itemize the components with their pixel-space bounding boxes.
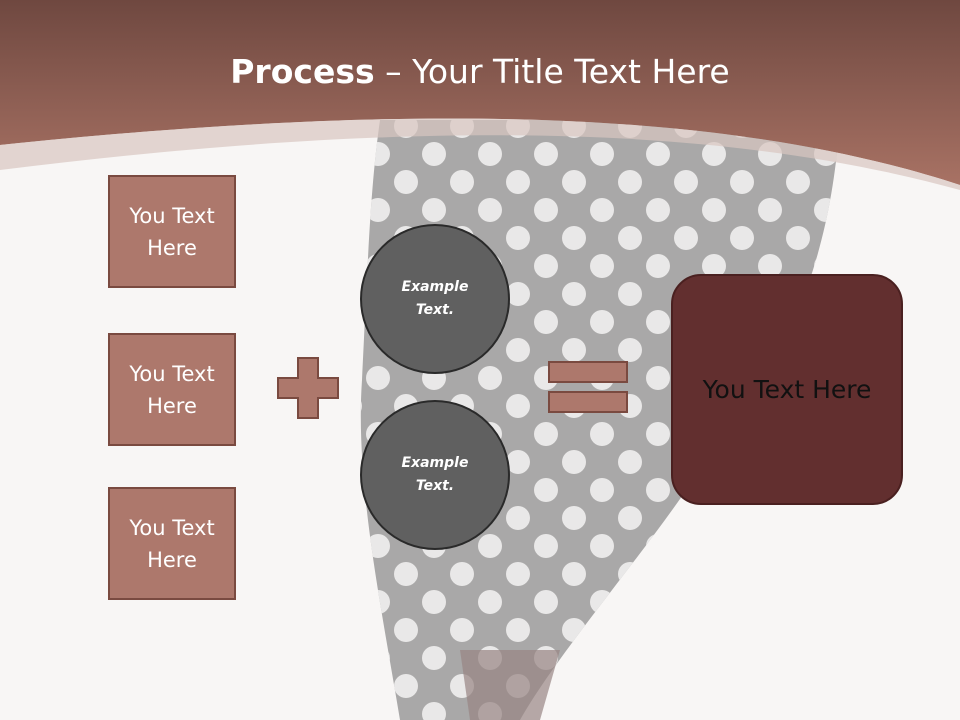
slide-title: Process – Your Title Text Here <box>0 52 960 91</box>
plus-icon <box>277 357 339 419</box>
text-box-label: You Text Here <box>129 361 215 418</box>
text-box-1[interactable]: You Text Here <box>108 175 236 288</box>
result-box[interactable]: You Text Here <box>671 274 903 505</box>
result-label: You Text Here <box>702 375 872 404</box>
example-circle-1[interactable]: Example Text. <box>360 224 510 374</box>
text-box-label: You Text Here <box>129 203 215 260</box>
circle-label: Example Text. <box>401 279 469 318</box>
text-box-3[interactable]: You Text Here <box>108 487 236 600</box>
title-bold: Process <box>230 52 375 91</box>
equals-icon <box>548 361 628 413</box>
text-box-2[interactable]: You Text Here <box>108 333 236 446</box>
title-rest: – Your Title Text Here <box>374 52 730 91</box>
text-box-label: You Text Here <box>129 515 215 572</box>
example-circle-2[interactable]: Example Text. <box>360 400 510 550</box>
circle-label: Example Text. <box>401 455 469 494</box>
